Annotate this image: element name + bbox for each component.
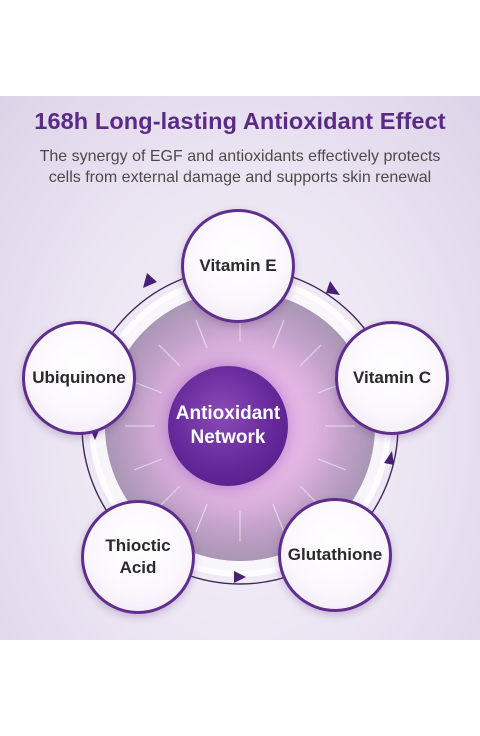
center-node: Antioxidant Network — [168, 366, 288, 486]
node-label: Vitamin E — [199, 256, 277, 275]
node-ubiquinone: Ubiquinone — [22, 321, 136, 435]
node-vitamin-c: Vitamin C — [335, 321, 449, 435]
arrow-bottom-icon — [234, 571, 246, 583]
node-label-line-2: Acid — [119, 558, 157, 577]
arrow-right-upper-icon — [326, 281, 340, 295]
page-title: 168h Long-lasting Antioxidant Effect — [34, 108, 446, 134]
arrow-left-upper-icon — [143, 273, 157, 288]
node-thioctic-acid: Thioctic Acid — [81, 500, 195, 614]
infographic-panel: 168h Long-lasting Antioxidant Effect The… — [0, 96, 480, 640]
page-subtitle: The synergy of EGF and antioxidants effe… — [0, 146, 480, 188]
node-glutathione: Glutathione — [278, 498, 392, 612]
node-label: Vitamin C — [352, 368, 432, 387]
node-vitamin-e: Vitamin E — [181, 209, 295, 323]
center-label-line-1: Antioxidant — [175, 403, 281, 424]
node-label: Glutathione — [287, 545, 383, 564]
subtitle-line-1: The synergy of EGF and antioxidants effe… — [39, 148, 441, 165]
node-label-line-1: Thioctic — [105, 536, 171, 555]
center-label-line-2: Network — [190, 427, 266, 448]
arrow-right-lower-icon — [384, 451, 394, 465]
node-label: Ubiquinone — [32, 368, 126, 387]
subtitle-line-2: cells from external damage and supports … — [48, 169, 432, 186]
